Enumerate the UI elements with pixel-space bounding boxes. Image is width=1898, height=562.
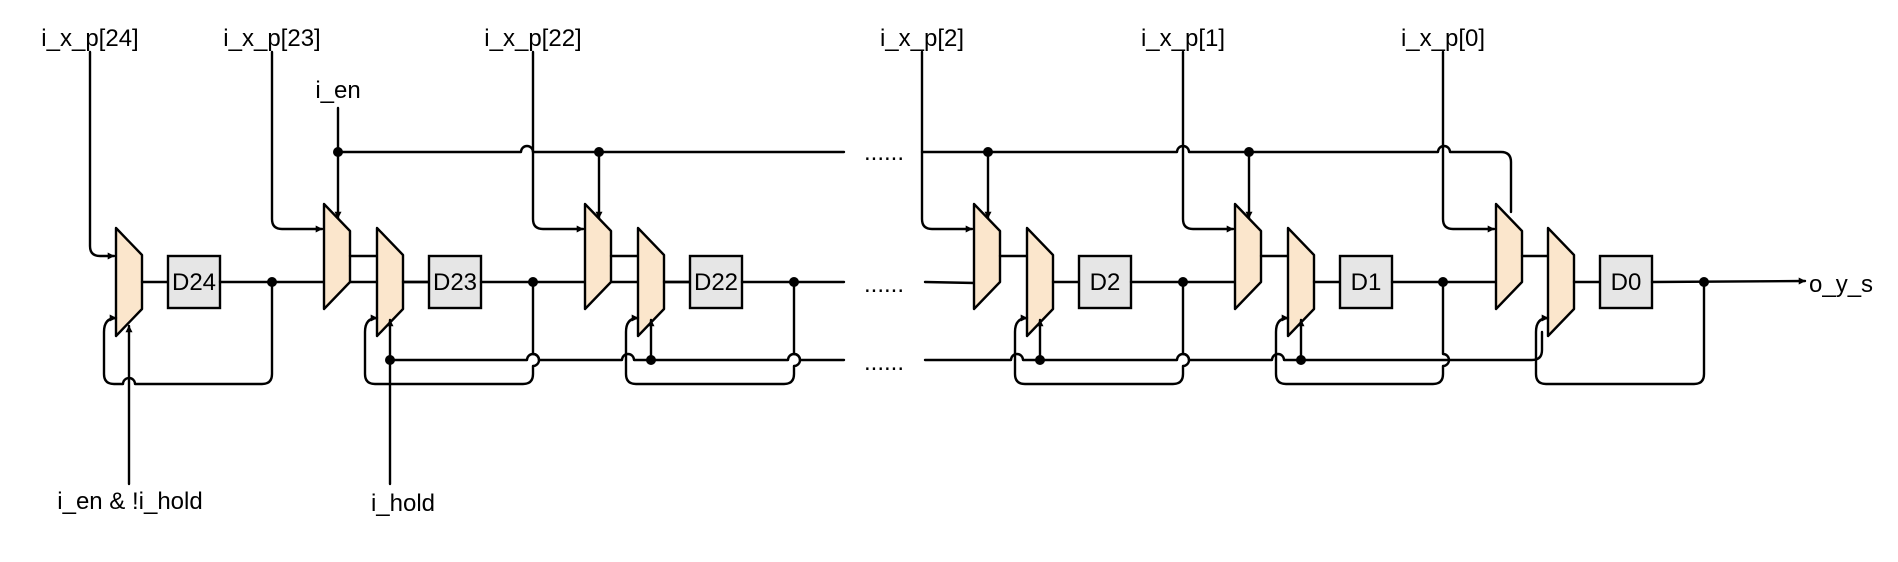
hold-bus — [388, 330, 1544, 362]
register-d22 — [688, 254, 744, 310]
input-label-en-hold: i_en & !i_hold — [57, 488, 202, 515]
hold-mux-d22 — [636, 226, 666, 338]
input-label-x1: i_x_p[1] — [1141, 25, 1225, 52]
enable-mux-d22 — [583, 202, 613, 311]
register-label-d1: D1 — [1351, 269, 1382, 296]
register-d1 — [1338, 254, 1394, 310]
register-d0 — [1598, 254, 1654, 310]
register-d24 — [166, 254, 222, 310]
input-label-x24: i_x_p[24] — [41, 25, 138, 52]
register-label-d23: D23 — [433, 269, 477, 296]
hold-mux-d2 — [1025, 226, 1055, 338]
ellipsis-top: ...... — [864, 139, 904, 166]
enable-mux-d0 — [1494, 202, 1524, 311]
enable-mux-d23 — [322, 202, 352, 311]
output-label: o_y_s — [1809, 271, 1873, 298]
input-label-x23: i_x_p[23] — [223, 25, 320, 52]
register-label-d22: D22 — [694, 269, 738, 296]
enable-bus — [336, 106, 1513, 214]
hold-mux-d23 — [375, 226, 405, 338]
ellipsis-mid: ...... — [864, 271, 904, 298]
hold-mux-d24 — [114, 226, 144, 338]
input-label-en: i_en — [315, 77, 360, 104]
enable-mux-d1 — [1233, 202, 1263, 311]
input-label-x0: i_x_p[0] — [1401, 25, 1485, 52]
input-label-x22: i_x_p[22] — [484, 25, 581, 52]
register-label-d0: D0 — [1611, 269, 1642, 296]
ellipsis-bot: ...... — [864, 349, 904, 376]
hold-mux-d0 — [1546, 226, 1576, 338]
register-label-d24: D24 — [172, 269, 216, 296]
register-label-d2: D2 — [1090, 269, 1121, 296]
input-label-x2: i_x_p[2] — [880, 25, 964, 52]
hold-mux-d1 — [1286, 226, 1316, 338]
data-line-mid — [923, 280, 977, 285]
enable-mux-d2 — [972, 202, 1002, 311]
input-label-hold: i_hold — [371, 490, 435, 517]
register-d2 — [1077, 254, 1133, 310]
output-wire — [1650, 277, 1807, 285]
